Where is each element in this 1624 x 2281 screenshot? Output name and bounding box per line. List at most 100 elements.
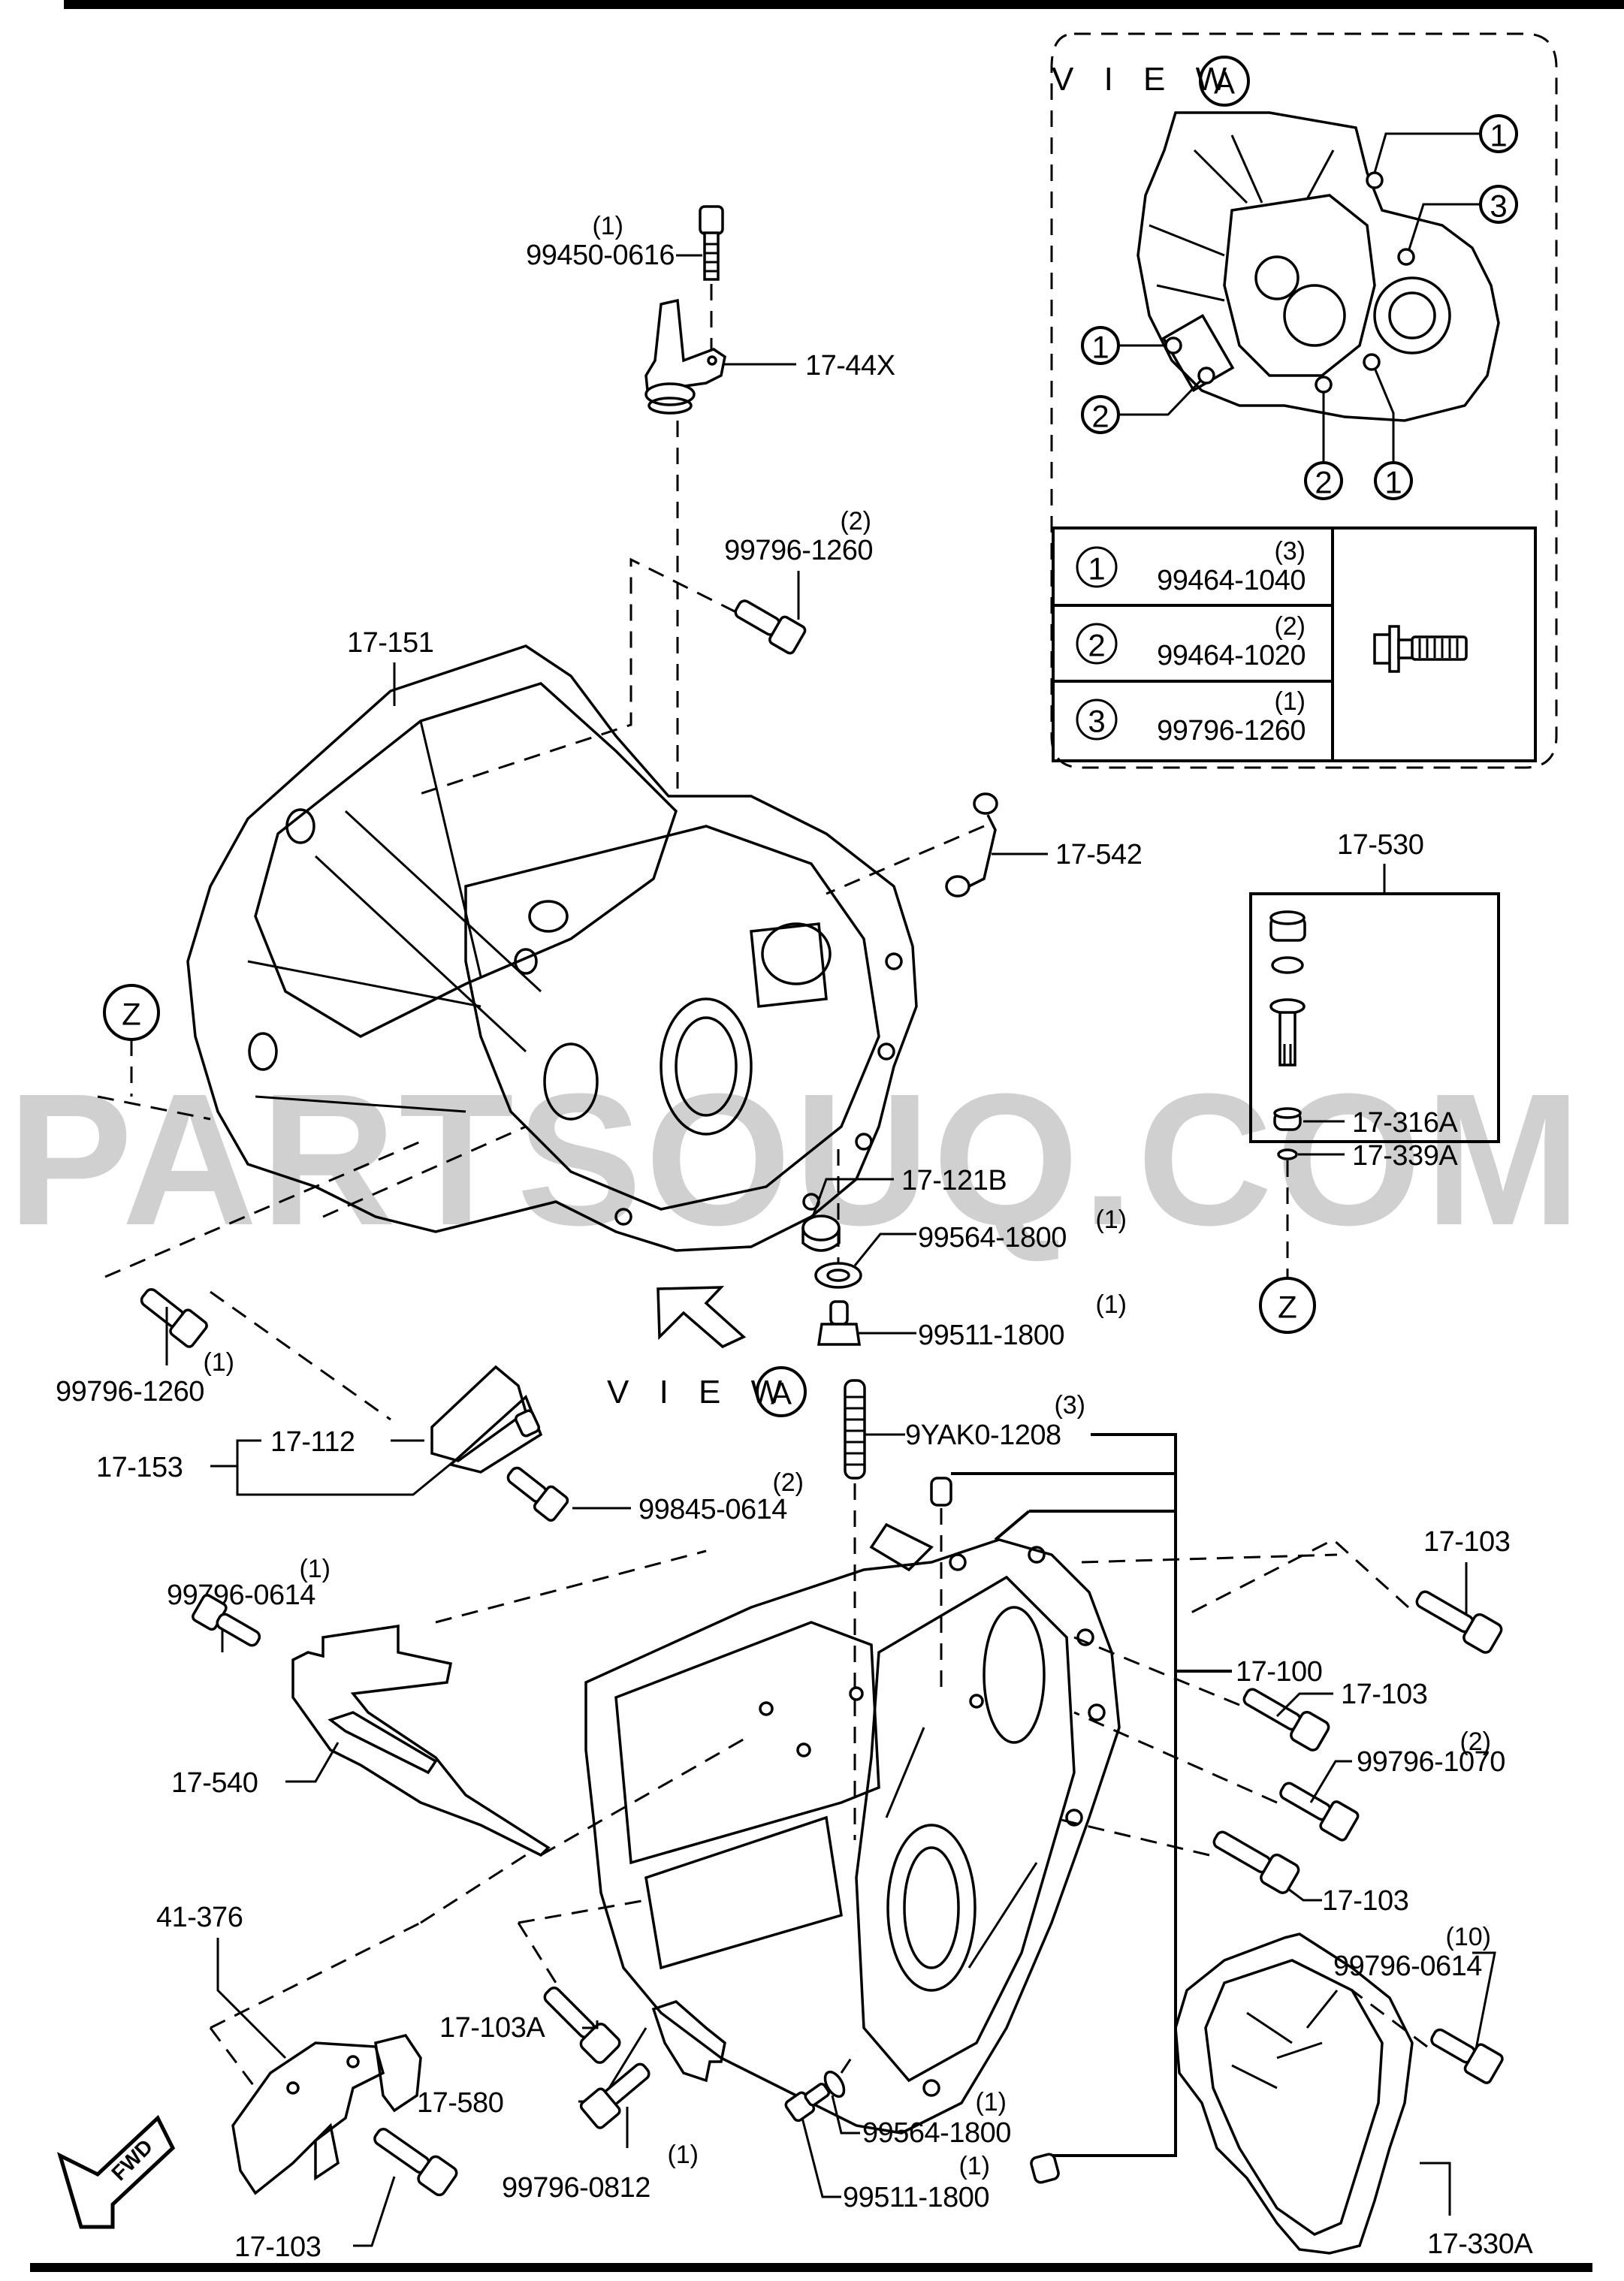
plug-99511-1800-top [817, 1300, 862, 1346]
bolt-99796-0614-right [1430, 2028, 1504, 2084]
view-a-marker-letter: A [771, 1376, 792, 1411]
bolt-location-marker [1315, 376, 1333, 394]
fastener-table-row: 1 (3) 99464-1040 [1076, 537, 1306, 596]
svg-text:(2): (2) [1274, 612, 1306, 641]
bolt-99796-1260-top [734, 599, 807, 655]
label-17-330A: 17-330A [1427, 2228, 1533, 2260]
label-99511-1800-bottom: 99511-1800 [843, 2182, 989, 2213]
label-99796-1070: 99796-1070 [1357, 1746, 1505, 1778]
fastener-table: 1 (3) 99464-1040 2 (2) 99464-1020 3 (1) … [1052, 527, 1537, 762]
inset-border [1050, 32, 1558, 769]
bolt-location-marker [1164, 336, 1182, 355]
inset-view-letter-circle [1199, 56, 1250, 107]
label-17-316A: 17-316A [1352, 1107, 1458, 1139]
clutch-cover-17-330A [1174, 1933, 1414, 2255]
bolt-99796-0812 [579, 2062, 651, 2129]
transmission-case-17-100 [584, 1522, 1121, 2135]
svg-text:(1): (1) [592, 212, 623, 240]
plug-99511-1800-bottom [784, 2083, 831, 2123]
inset-view-letter: A [1214, 65, 1235, 101]
label-17-112: 17-112 [270, 1426, 355, 1458]
svg-text:(3): (3) [1274, 537, 1306, 566]
label-17-103A: 17-103A [439, 2012, 545, 2044]
view-a-marker-circle [756, 1366, 807, 1417]
kit-seal-icon [1271, 956, 1304, 974]
label-99796-1260-top: 99796-1260 [724, 535, 873, 566]
bolt-99796-1070 [1279, 1782, 1360, 1842]
view-a-inset: V I E W A 1 3 1 [1050, 32, 1558, 769]
ref-marker-z: Z [122, 997, 141, 1032]
inset-view-title: V I E W [1052, 61, 1237, 98]
label-17-540: 17-540 [171, 1767, 258, 1799]
label-17-103-b: 17-103 [1341, 1679, 1427, 1710]
kit-box-17-530: 17-530 17-316A 17-339A Z [1249, 829, 1500, 1334]
bolt-17-103-d [373, 2128, 458, 2197]
bolt-17-103A [543, 1986, 621, 2064]
bolt-location-marker [1366, 171, 1384, 189]
svg-text:3: 3 [1490, 189, 1507, 224]
label-17-339A: 17-339A [1352, 1140, 1458, 1172]
label-17-100: 17-100 [1236, 1656, 1322, 1688]
label-17-121B: 17-121B [901, 1165, 1007, 1196]
fwd-arrow-icon: FWD [56, 2114, 176, 2229]
dowel-pin [930, 1477, 952, 1507]
washer-99564-1800-top [814, 1262, 862, 1289]
fastener-part-number: 99464-1020 [1157, 640, 1306, 671]
label-9YAK0-1208: 9YAK0-1208 [905, 1420, 1061, 1451]
label-99796-0812: 99796-0812 [502, 2172, 651, 2204]
fastener-table-row: 2 (2) 99464-1020 [1076, 612, 1306, 671]
svg-text:2: 2 [1315, 465, 1332, 500]
label-99796-0614-left: 99796-0614 [167, 1580, 315, 1611]
label-99564-1800-top: 99564-1800 [918, 1222, 1067, 1254]
flange-bolt-icon [1373, 625, 1468, 673]
bolt-99450-0616 [699, 205, 724, 281]
bolt-99796-1260-left [140, 1288, 208, 1348]
washer-99564-1800-bottom [823, 2070, 846, 2098]
svg-text:(1): (1) [975, 2088, 1007, 2117]
bracket-17-540 [291, 1624, 551, 1857]
svg-text:(1): (1) [1274, 687, 1306, 716]
kit-cap-icon [1269, 910, 1306, 942]
bracket-17-542 [945, 792, 998, 898]
svg-text:(1): (1) [1095, 1290, 1127, 1319]
label-17-580: 17-580 [417, 2087, 503, 2119]
svg-text:(2): (2) [772, 1468, 804, 1497]
svg-text:2: 2 [1091, 399, 1109, 434]
bolt-location-marker [1197, 367, 1215, 385]
bracket-41-376 [231, 2034, 422, 2195]
watermark: PARTSOUQ.COM [8, 1055, 1584, 1264]
view-direction-arrow [657, 1286, 747, 1349]
bolt-location-marker [1397, 248, 1415, 266]
svg-text:(1): (1) [203, 1348, 234, 1377]
svg-text:(3): (3) [1054, 1391, 1085, 1420]
label-17-542: 17-542 [1055, 839, 1142, 870]
bolt-location-marker [1363, 353, 1381, 371]
bottom-rule [30, 2263, 1592, 2272]
label-17-44X: 17-44X [805, 350, 895, 382]
label-17-530: 17-530 [1337, 829, 1423, 861]
label-99796-0614-right: 99796-0614 [1333, 1951, 1482, 1982]
svg-text:(1): (1) [299, 1555, 331, 1583]
kit-ref-z: Z [1278, 1290, 1297, 1325]
svg-text:(2): (2) [1459, 1727, 1491, 1756]
svg-text:(2): (2) [840, 507, 871, 536]
svg-text:(1): (1) [1095, 1205, 1127, 1234]
kit-17-339A-icon [1277, 1148, 1298, 1160]
bolt-17-103-a [1415, 1590, 1503, 1654]
case-view-a-drawing [1136, 111, 1500, 422]
label-99845-0614: 99845-0614 [638, 1494, 787, 1525]
stud-9YAK0-1208 [844, 1379, 866, 1480]
kit-17-316A-icon [1273, 1107, 1302, 1131]
svg-text:1: 1 [1490, 118, 1507, 153]
bracket-17-112 [430, 1365, 543, 1474]
label-99564-1800-bottom: 99564-1800 [862, 2117, 1011, 2149]
clutch-housing-17-151 [186, 644, 918, 1252]
label-99511-1800-top: 99511-1800 [918, 1320, 1064, 1351]
svg-text:1: 1 [1088, 551, 1105, 587]
svg-text:(10): (10) [1446, 1923, 1491, 1951]
fastener-part-number: 99796-1260 [1157, 715, 1306, 747]
kit-box-border [1249, 892, 1500, 1143]
svg-text:(1): (1) [958, 2152, 990, 2180]
label-17-103-a: 17-103 [1423, 1526, 1510, 1558]
